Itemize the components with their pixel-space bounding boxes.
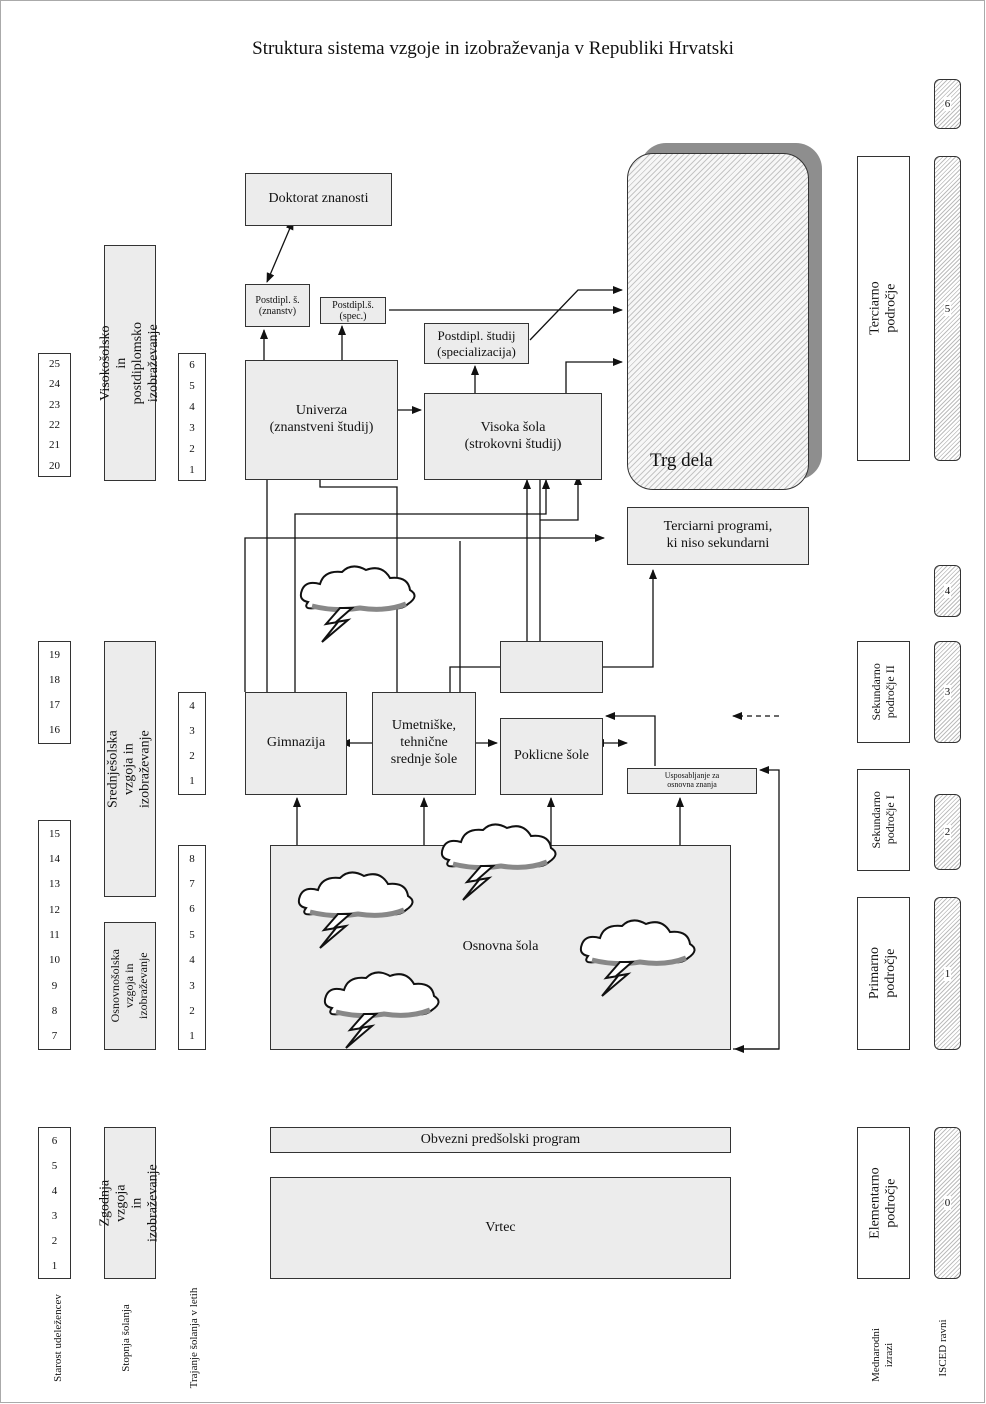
gimnazija-box: Gimnazija (245, 692, 347, 795)
age-value: 8 (51, 1004, 58, 1017)
stage-primary: Osnovnošolska vzgoja in izobraževanje (104, 922, 156, 1050)
age-value: 19 (49, 648, 60, 661)
age-value: 18 (49, 673, 60, 686)
duration-value: 1 (189, 1030, 195, 1043)
duration-value: 4 (189, 954, 195, 967)
duration-value: 3 (189, 421, 195, 434)
age-value: 23 (49, 398, 60, 411)
terciarni-programi-box: Terciarni programi, ki niso sekundarni (627, 507, 809, 565)
isced-level-5: 5 (934, 156, 961, 461)
age-value: 3 (51, 1209, 58, 1222)
age-value: 12 (49, 903, 60, 916)
age-column-primary: 15 14 13 12 11 10 9 8 7 (38, 820, 71, 1050)
storm-cloud-icon (440, 823, 557, 901)
age-value: 4 (51, 1184, 58, 1197)
umetniske-box: Umetniške, tehnične srednje šole (372, 692, 476, 795)
postdipl-spec-box: Postdipl.š. (spec.) (320, 297, 386, 324)
intl-secondary-2: Sekundarno področje II (857, 641, 910, 743)
footer-duration-label: Trajanje šolanja v letih (188, 1287, 200, 1389)
age-value: 10 (49, 954, 60, 967)
postdipl-znanstv-box: Postdipl. š. (znanstv) (245, 284, 310, 327)
duration-value: 7 (189, 878, 195, 891)
intl-secondary-1: Sekundarno področje I (857, 769, 910, 871)
age-value: 13 (49, 878, 60, 891)
duration-value: 6 (189, 358, 195, 371)
age-value: 15 (49, 827, 60, 840)
duration-value: 2 (189, 1004, 195, 1017)
footer-age-label: Starost udeležencev (52, 1294, 64, 1382)
isced-level-6: 6 (934, 79, 961, 129)
usposabljanje-box: Usposabljanje za osnovna znanja (627, 768, 757, 794)
footer-isced-label: ISCED ravni (937, 1319, 949, 1377)
storm-cloud-icon (299, 565, 416, 643)
isced-level-4: 4 (934, 565, 961, 617)
age-value: 2 (51, 1234, 58, 1247)
labour-market-label: Trg dela (650, 450, 713, 471)
isced-level-1: 1 (934, 897, 961, 1050)
age-value: 7 (51, 1030, 58, 1043)
stage-higher: Visokošolsko in postdiplomsko izobraževa… (98, 245, 161, 481)
duration-column-primary: 8 7 6 5 4 3 2 1 (178, 845, 206, 1050)
postdipl-studij-box: Postdipl. študij (specializacija) (424, 323, 529, 364)
stage-secondary: Srednješolska vzgoja in izobraževanje (104, 641, 156, 897)
duration-value: 4 (189, 699, 195, 712)
duration-value: 2 (189, 442, 195, 455)
duration-value: 3 (189, 979, 195, 992)
intl-primary: Primarno področje (857, 897, 910, 1050)
age-value: 16 (49, 724, 60, 737)
storm-cloud-icon (579, 919, 696, 997)
duration-value: 4 (189, 400, 195, 413)
poklicne-box: Poklicne šole (500, 718, 603, 795)
duration-value: 2 (189, 750, 195, 763)
duration-value: 1 (189, 463, 195, 476)
duration-value: 3 (189, 724, 195, 737)
duration-column-higher: 6 5 4 3 2 1 (178, 353, 206, 481)
age-value: 21 (49, 439, 60, 452)
footer-stage-label: Stopnja šolanja (120, 1304, 132, 1372)
visoka-sola-box: Visoka šola (strokovni študij) (424, 393, 602, 480)
vrtec-box: Vrtec (270, 1177, 731, 1279)
intl-elementary: Elementarno področje (857, 1127, 910, 1279)
univerza-box: Univerza (znanstveni študij) (245, 360, 398, 480)
age-column-higher: 25 24 23 22 21 20 (38, 353, 71, 477)
age-value: 14 (49, 852, 60, 865)
duration-value: 5 (189, 379, 195, 392)
age-value: 17 (49, 699, 60, 712)
age-value: 20 (49, 459, 60, 472)
empty-box (500, 641, 603, 693)
diagram-title: Struktura sistema vzgoje in izobraževanj… (252, 38, 734, 59)
age-value: 1 (51, 1259, 58, 1272)
duration-value: 8 (189, 852, 195, 865)
duration-value: 6 (189, 903, 195, 916)
labour-market-box (627, 153, 809, 490)
duration-value: 1 (189, 775, 195, 788)
age-value: 25 (49, 358, 60, 371)
isced-level-2: 2 (934, 794, 961, 870)
isced-level-3: 3 (934, 641, 961, 743)
duration-column-secondary: 4 3 2 1 (178, 692, 206, 795)
predsolski-box: Obvezni predšolski program (270, 1127, 731, 1153)
age-value: 6 (51, 1134, 58, 1147)
storm-cloud-icon (297, 871, 414, 949)
age-value: 22 (49, 419, 60, 432)
storm-cloud-icon (323, 971, 440, 1049)
age-column-early: 6 5 4 3 2 1 (38, 1127, 71, 1279)
age-value: 9 (51, 979, 58, 992)
stage-early: Zgodnja vzgoja in izobraževanje (98, 1127, 161, 1279)
doktorat-box: Doktorat znanosti (245, 173, 392, 226)
intl-tertiary: Terciarno področje (857, 156, 910, 461)
age-column-secondary: 19 18 17 16 (38, 641, 71, 744)
age-value: 5 (51, 1159, 58, 1172)
isced-level-0: 0 (934, 1127, 961, 1279)
age-value: 24 (49, 378, 60, 391)
footer-intl-label: Mednarodni izrazi (870, 1328, 895, 1382)
duration-value: 5 (189, 928, 195, 941)
age-value: 11 (49, 928, 60, 941)
